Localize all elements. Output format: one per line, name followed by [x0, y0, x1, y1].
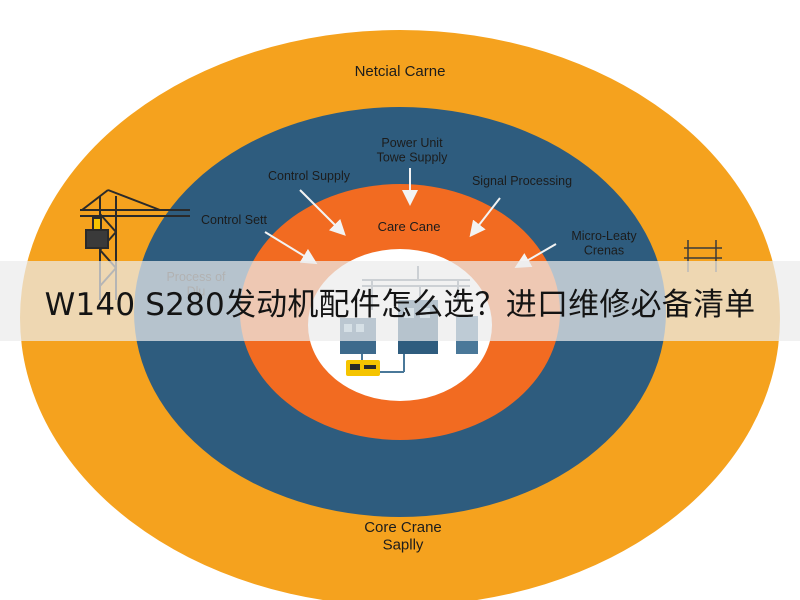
middle-label-upper-left: Control Supply	[268, 169, 351, 183]
middle-label-upper-right: Signal Processing	[472, 174, 572, 188]
arrow-upper-left	[299, 189, 346, 236]
banner-title: W140 S280发动机配件怎么选？进口维修必备清单	[44, 286, 756, 323]
inner-label: Care Cane	[378, 219, 441, 234]
arrow-left	[264, 231, 318, 265]
machine-icon	[346, 360, 380, 376]
middle-label-left: Control Sett	[201, 213, 268, 227]
title-banner: W140 S280发动机配件怎么选？进口维修必备清单	[0, 261, 800, 341]
arrow-upper-right	[469, 197, 501, 238]
outer-label: Netcial Carne	[355, 63, 446, 80]
